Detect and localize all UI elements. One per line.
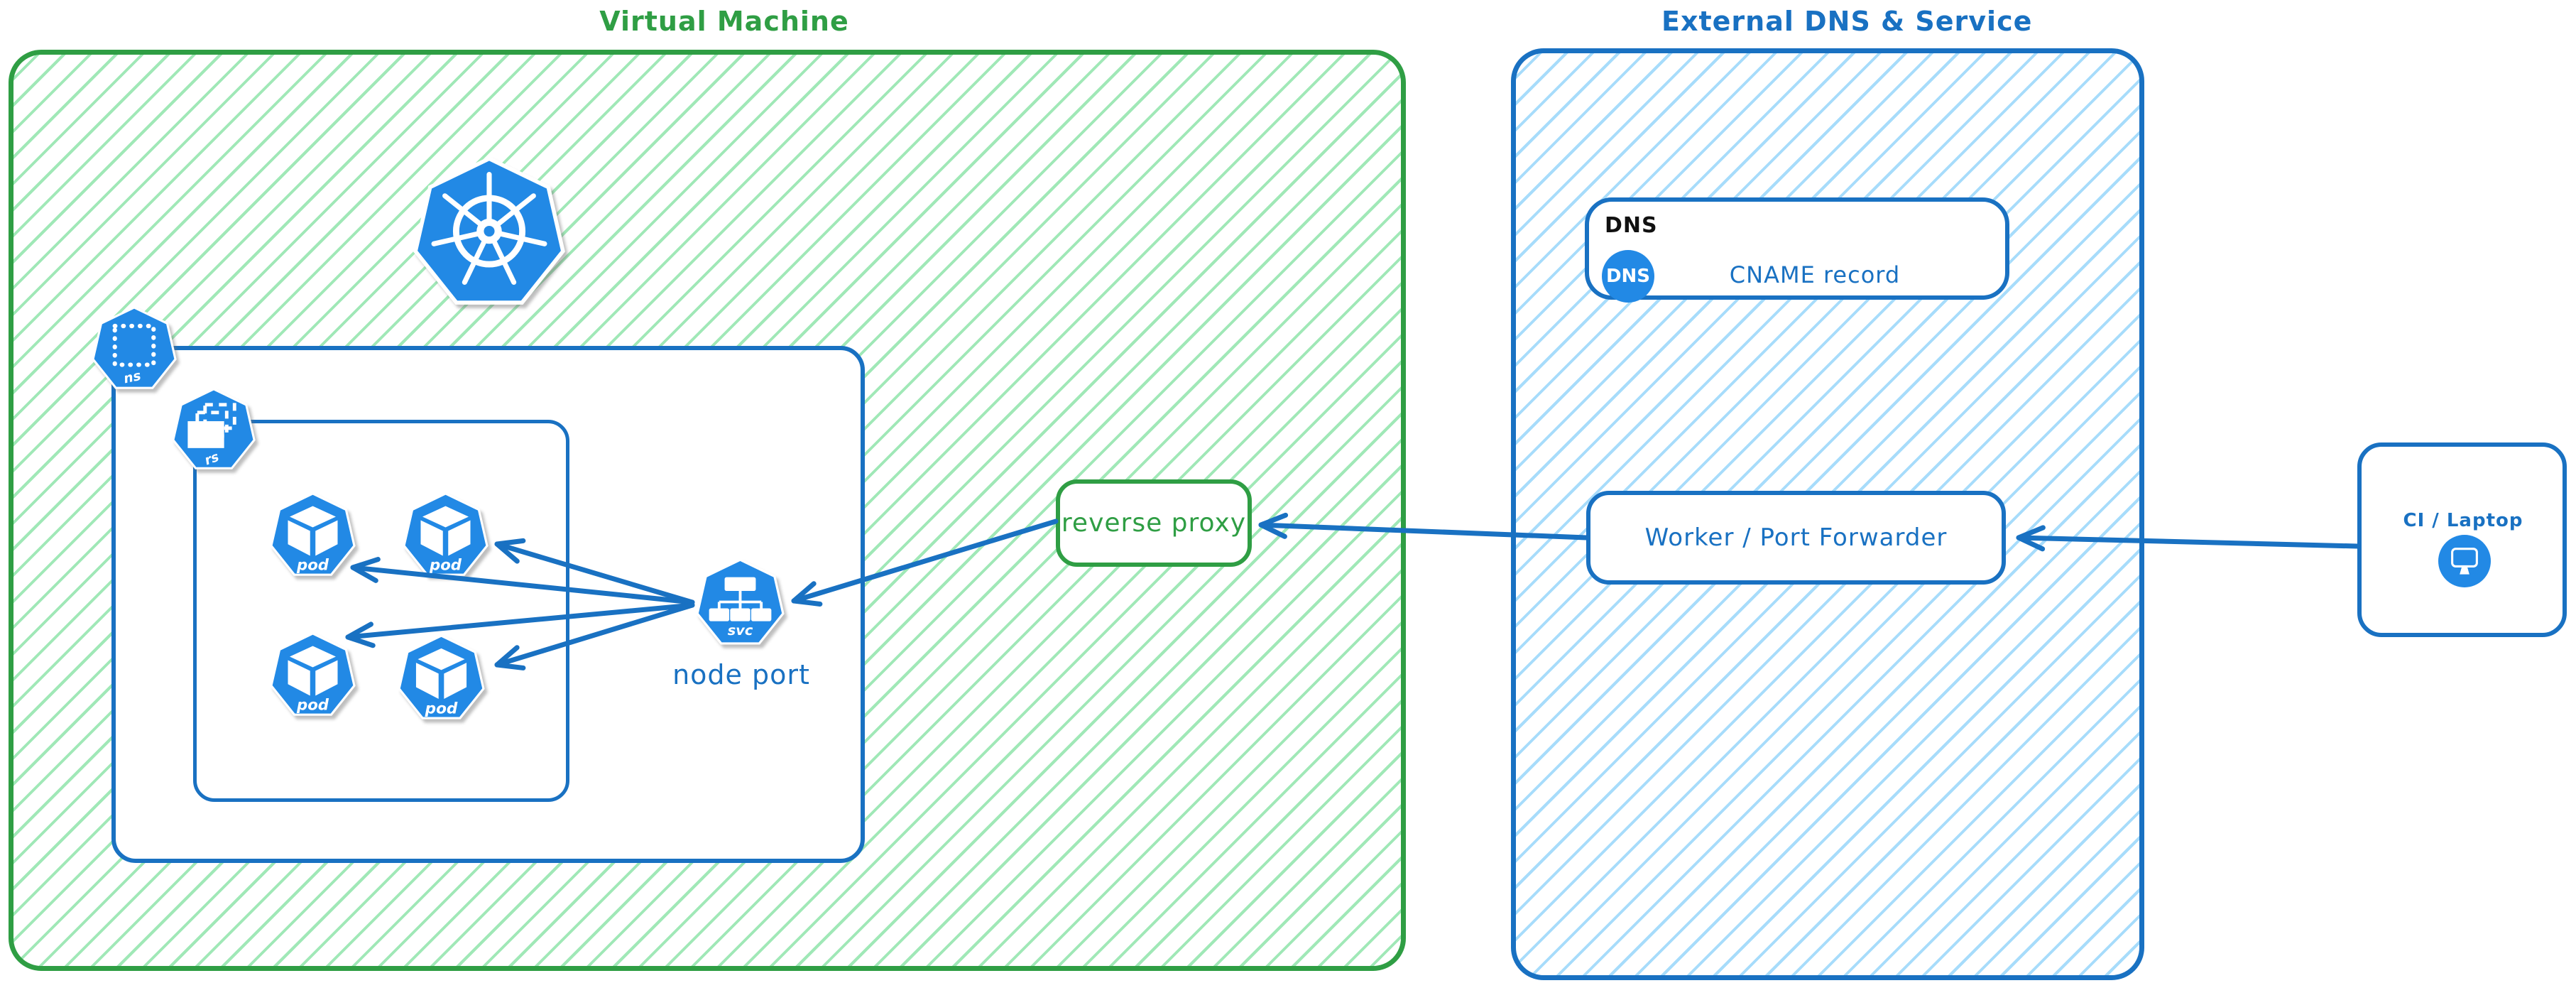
service-icon-label: svc	[728, 622, 753, 639]
dns-tag: DNS	[1605, 213, 1658, 238]
pod-icon: pod	[396, 632, 486, 722]
cname-record-label: CNAME record	[1729, 261, 1901, 288]
pod-icon-label: pod	[296, 557, 329, 575]
pod-icon: pod	[401, 490, 490, 579]
namespace-icon: ns	[90, 303, 178, 393]
laptop-icon	[2438, 535, 2491, 587]
pod-icon-label: pod	[429, 557, 462, 575]
reverse-proxy-label: reverse proxy	[1061, 509, 1247, 538]
reverse-proxy-box: reverse proxy	[1056, 479, 1252, 567]
pod-icon: pod	[268, 630, 357, 719]
service-icon: svc	[691, 556, 790, 648]
monitor-icon	[2451, 548, 2478, 575]
dns-badge-icon: DNS	[1602, 250, 1654, 303]
replicaset-box	[193, 420, 569, 802]
replicaset-icon: rs	[170, 386, 257, 472]
worker-port-forwarder-box: Worker / Port Forwarder	[1586, 491, 2006, 585]
external-dns-title: External DNS & Service	[1661, 6, 2033, 37]
ci-laptop-label: CI / Laptop	[2403, 510, 2523, 531]
namespace-icon-label: ns	[122, 369, 142, 387]
pod-icon-label: pod	[296, 697, 329, 715]
pod-icon-label: pod	[425, 700, 458, 717]
node-port-label: node port	[672, 659, 810, 690]
kubernetes-logo-icon	[410, 148, 568, 315]
pod-icon: pod	[268, 490, 357, 579]
virtual-machine-title: Virtual Machine	[599, 6, 849, 37]
worker-port-forwarder-label: Worker / Port Forwarder	[1644, 523, 1948, 552]
cname-record-card	[1585, 197, 2009, 300]
